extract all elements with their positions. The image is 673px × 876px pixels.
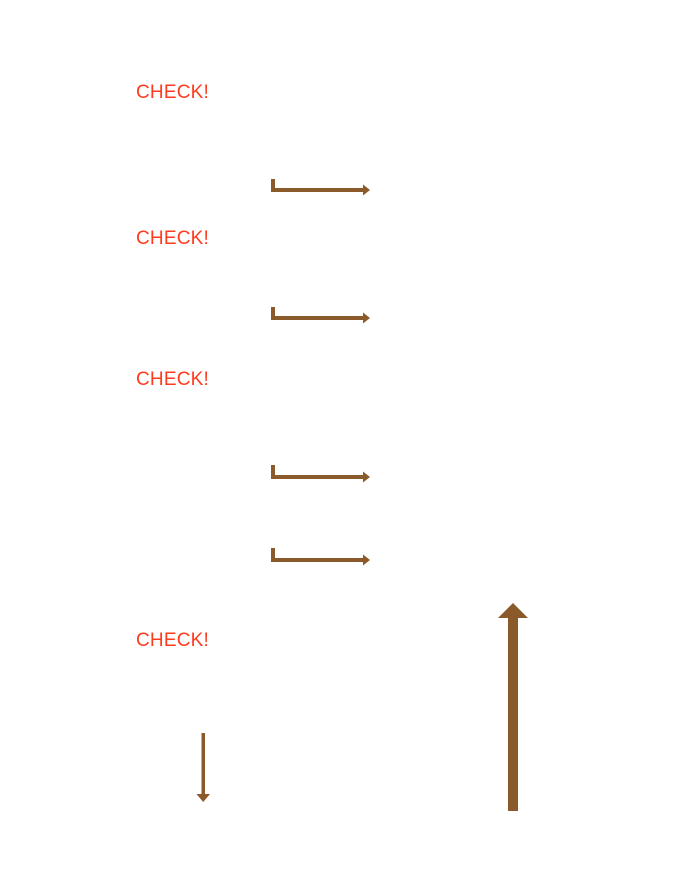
check-label-2: CHECK! [136,228,209,249]
l-arrow-right-2 [271,307,370,324]
l-arrow-right-1 [271,179,370,196]
l-arrow-right-3 [271,465,370,483]
check-label-4: CHECK! [136,630,209,651]
check-label-3: CHECK! [136,369,209,390]
arrow-down [196,733,210,802]
arrow-up-large [498,603,528,811]
l-arrow-right-4 [271,548,370,566]
check-label-1: CHECK! [136,82,209,103]
